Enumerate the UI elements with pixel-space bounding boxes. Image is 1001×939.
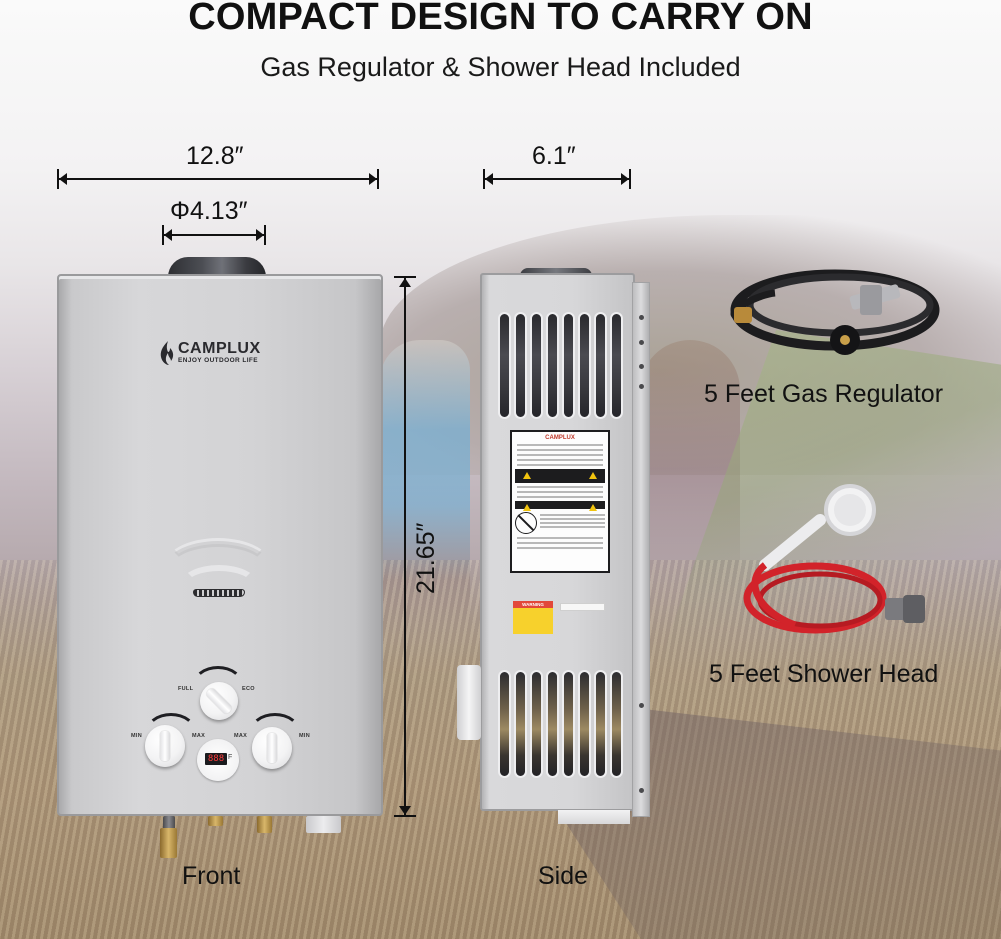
warning-sticker: WARNING <box>513 601 553 634</box>
side-depth-dimension-line <box>483 169 631 189</box>
gas-regulator-label: 5 Feet Gas Regulator <box>704 380 944 408</box>
vent-slot <box>594 670 607 778</box>
knob-scale-arc <box>192 666 244 706</box>
vent-slot <box>610 312 623 419</box>
temperature-display: 888 F <box>197 739 239 781</box>
flue-pipe <box>168 257 266 277</box>
arrow-left-icon <box>164 229 172 241</box>
vent-slot <box>562 312 575 419</box>
vent-slot <box>578 312 591 419</box>
page-subtitle: Gas Regulator & Shower Head Included <box>260 52 741 82</box>
brand-logo: CAMPLUX ENJOY OUTDOOR LIFE <box>159 340 261 366</box>
knob-scale-arc <box>249 713 301 753</box>
flue-diameter-label: Φ4.13″ <box>170 197 248 225</box>
flue-pipe <box>520 268 592 276</box>
vent-slot <box>546 312 559 419</box>
side-depth-label: 6.1″ <box>532 142 576 170</box>
vent-slot <box>594 312 607 419</box>
arrow-right-icon <box>621 173 629 185</box>
knob-label-min: MIN <box>299 733 310 739</box>
height-label: 21.65″ <box>412 522 440 594</box>
gas-inlet-fitting <box>163 816 175 830</box>
vent-slot <box>610 670 623 778</box>
knob-label-eco: ECO <box>242 686 255 692</box>
front-view-label: Front <box>182 862 241 890</box>
vent-slot <box>514 312 527 419</box>
front-width-dimension-line <box>57 169 379 189</box>
shower-head-hose-icon <box>743 484 925 634</box>
mounting-bracket <box>632 282 650 817</box>
shower-head-label: 5 Feet Shower Head <box>709 660 939 688</box>
vent-slot <box>578 670 591 778</box>
decorative-arc <box>180 565 258 605</box>
drain-plug <box>306 816 341 833</box>
side-bottom-cover <box>558 810 630 824</box>
serial-number-sticker <box>560 603 605 611</box>
knob-scale-arc <box>145 713 197 753</box>
decorative-arc-shadow <box>163 541 273 601</box>
no-smoking-icon <box>515 512 537 534</box>
gas-regulator-hose-icon <box>730 269 940 355</box>
vent-slot <box>498 670 511 778</box>
flue-diameter-dimension-line <box>162 225 266 245</box>
vent-slot <box>530 670 543 778</box>
gas-flow-knob[interactable] <box>145 725 185 767</box>
warning-sticker-title: WARNING <box>522 602 544 607</box>
flame-icon <box>160 341 174 365</box>
brand-tagline: ENJOY OUTDOOR LIFE <box>178 357 259 365</box>
vent-slot <box>562 670 575 778</box>
page-title: COMPACT DESIGN TO CARRY ON <box>188 0 813 38</box>
arrow-left-icon <box>485 173 493 185</box>
gas-mode-knob[interactable] <box>200 682 238 720</box>
side-view-label: Side <box>538 862 589 890</box>
vent-slot <box>546 670 559 778</box>
front-width-label: 12.8″ <box>186 142 244 170</box>
display-unit: F <box>228 754 233 761</box>
rating-label-sticker: CAMPLUX <box>510 430 610 573</box>
display-digits: 888 <box>205 753 227 765</box>
knob-label-max: MAX <box>192 733 206 739</box>
arrow-right-icon <box>369 173 377 185</box>
knob-label-full: FULL <box>178 686 194 692</box>
vent-slot <box>530 312 543 419</box>
side-water-valve <box>457 665 481 740</box>
sticker-warning-bar <box>515 469 605 483</box>
height-dimension-line <box>394 276 416 817</box>
knob-label-min: MIN <box>131 733 142 739</box>
vent-slot <box>514 670 527 778</box>
brand-name: CAMPLUX <box>178 340 261 358</box>
arrow-right-icon <box>256 229 264 241</box>
sticker-brand: CAMPLUX <box>545 435 575 441</box>
water-outlet-fitting <box>257 816 272 833</box>
gas-inlet-connector <box>160 828 177 858</box>
arrow-left-icon <box>59 173 67 185</box>
arrow-up-icon <box>399 278 411 287</box>
vent-slot <box>498 312 511 419</box>
water-flow-knob[interactable] <box>252 727 292 769</box>
viewing-grille <box>193 589 245 597</box>
water-inlet-fitting <box>208 816 223 826</box>
knob-label-max: MAX <box>234 733 248 739</box>
arrow-down-icon <box>399 806 411 815</box>
